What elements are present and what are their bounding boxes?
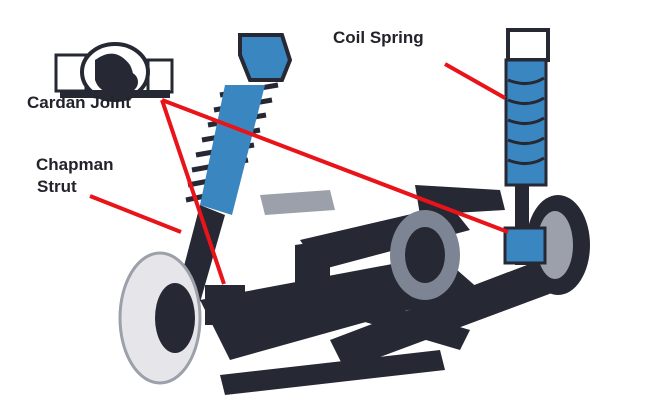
left-wheel-hub [118,251,245,385]
right-wheel-hub [503,195,590,295]
label-coil-spring: Coil Spring [333,28,424,47]
label-cardan-joint: Cardan Joint [27,93,131,112]
label-chapman-strut-line1: Chapman [36,155,114,174]
cardan-joint-inset [54,42,174,102]
cardan-joint-pointer-right [161,98,509,234]
coil-spring-pointer [444,62,506,100]
chapman-strut-pointer [89,194,182,234]
subframe [200,185,560,395]
coil-spring [504,28,550,265]
label-chapman-strut-line2: Strut [37,177,77,196]
pointer-lines [89,62,509,285]
cardan-joint-pointer-left [160,99,226,285]
